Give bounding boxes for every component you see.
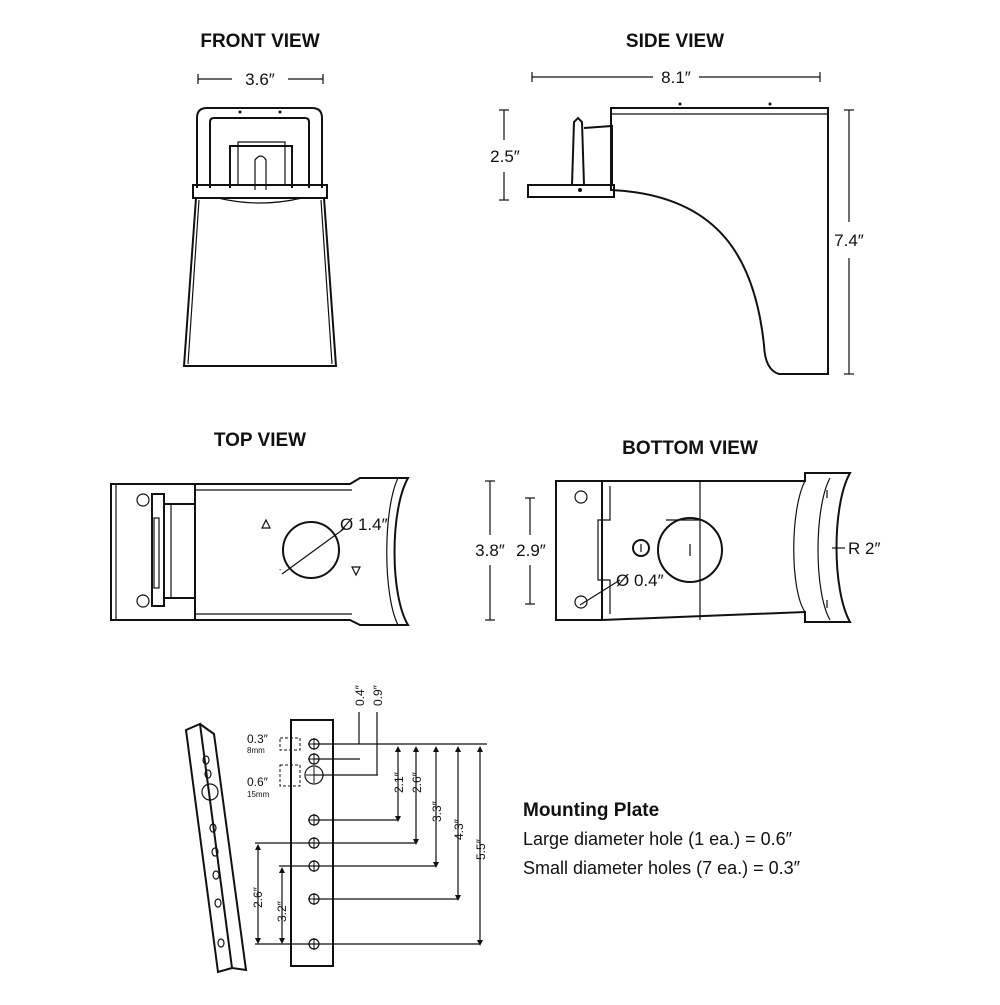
side-body <box>527 102 829 375</box>
side-width-dimension: 8.1″ <box>531 68 821 87</box>
bottom-radius-label: R 2″ <box>848 539 880 558</box>
bottom-inner-height-label: 2.9″ <box>516 541 546 560</box>
plate-left-annotations: 0.3″ 8mm 0.6″ 15mm <box>247 732 301 799</box>
front-view-title: FRONT VIEW <box>200 31 319 52</box>
front-width-label: 3.6″ <box>245 70 275 89</box>
front-width-dimension: 3.6″ <box>197 70 324 89</box>
top-view: TOP VIEW - Ø 1.4″ <box>110 430 410 626</box>
side-view-title: SIDE VIEW <box>626 31 724 52</box>
dim-0-9: 0.9″ <box>371 684 385 706</box>
dim-2-6: 2.6″ <box>410 771 424 793</box>
top-body: - Ø 1.4″ <box>110 477 410 626</box>
side-width-label: 8.1″ <box>661 68 691 87</box>
side-total-height-dimension: 7.4″ <box>834 109 864 375</box>
dim-5-5: 5.5″ <box>474 838 488 860</box>
side-small-height-dimension: 2.5″ <box>490 109 520 201</box>
side-view: SIDE VIEW 8.1″ 2.5″ 7.4″ <box>490 31 864 375</box>
plate-vertical-dimensions: 0.4″ 0.9″ 2.1″ 2.6″ 3.3″ 4.3″ 5.5″ <box>251 684 488 946</box>
top-hole-marker: - <box>279 565 282 574</box>
bottom-view-title: BOTTOM VIEW <box>622 438 758 459</box>
bottom-outer-height-label: 3.8″ <box>475 541 505 560</box>
side-small-height-label: 2.5″ <box>490 147 520 166</box>
dim-2-6-lower: 2.6″ <box>251 886 265 908</box>
small-hole-mm: 8mm <box>247 746 265 755</box>
front-view: FRONT VIEW 3.6″ <box>182 31 338 367</box>
front-body <box>182 107 338 367</box>
bottom-hole-label: Ø 0.4″ <box>616 571 664 590</box>
top-hole-label: Ø 1.4″ <box>340 515 388 534</box>
dim-3-3: 3.3″ <box>430 800 444 822</box>
large-hole-mm: 15mm <box>247 790 270 799</box>
note-title: Mounting Plate <box>523 800 659 821</box>
side-total-height-label: 7.4″ <box>834 231 864 250</box>
top-view-title: TOP VIEW <box>214 430 306 451</box>
bottom-body: Ø 0.4″ R 2″ <box>555 472 880 623</box>
note-line-large-hole: Large diameter hole (1 ea.) = 0.6″ <box>523 829 793 849</box>
dim-3-2: 3.2″ <box>275 900 289 922</box>
note-line-small-holes: Small diameter holes (7 ea.) = 0.3″ <box>523 858 801 878</box>
mounting-plate-perspective <box>184 722 248 974</box>
dim-4-3: 4.3″ <box>452 818 466 840</box>
mounting-plate-note: Mounting Plate Large diameter hole (1 ea… <box>523 800 801 878</box>
bottom-view: BOTTOM VIEW 3.8″ 2.9″ <box>475 438 880 623</box>
dim-2-1: 2.1″ <box>392 771 406 793</box>
large-hole-dim: 0.6″ <box>247 775 269 789</box>
bottom-outer-height-dimension: 3.8″ <box>475 480 505 621</box>
dim-0-4: 0.4″ <box>353 684 367 706</box>
bottom-inner-height-dimension: 2.9″ <box>516 497 546 605</box>
small-hole-dim: 0.3″ <box>247 732 269 746</box>
